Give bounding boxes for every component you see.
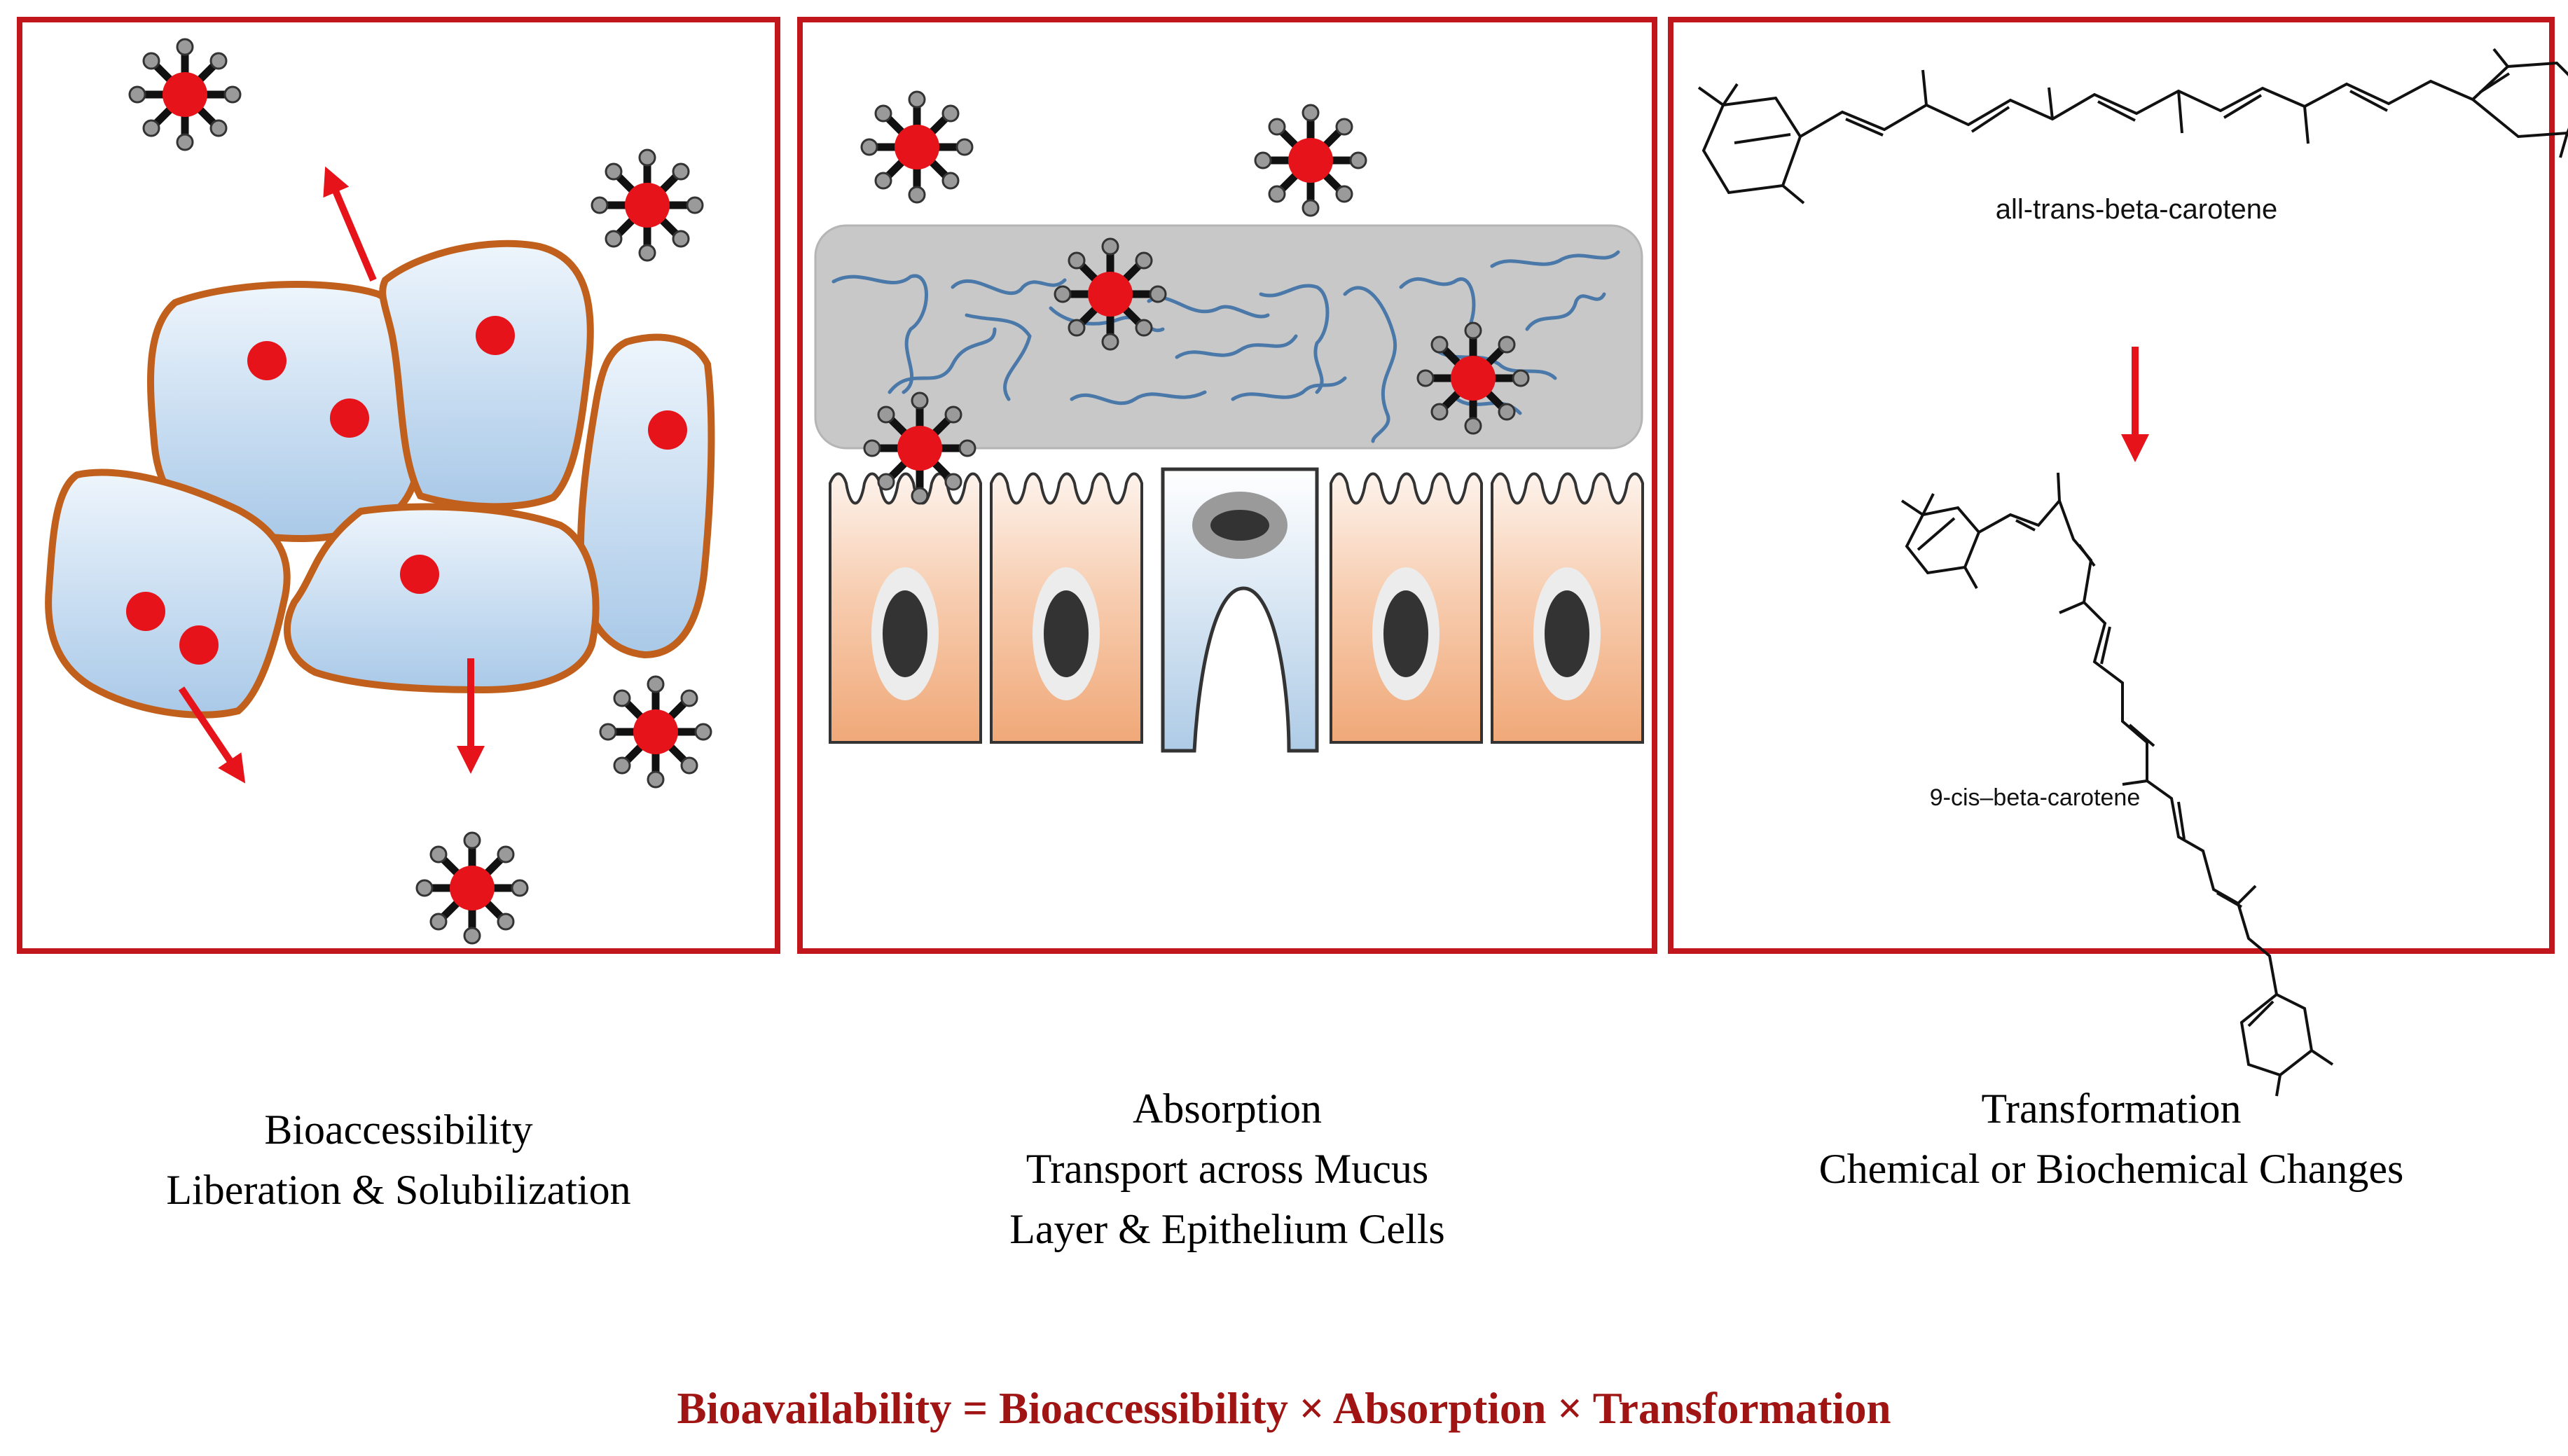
carotenoid-droplet — [476, 316, 515, 355]
caption-line: Chemical or Biochemical Changes — [1818, 1146, 2404, 1192]
micelle-icon — [130, 39, 240, 150]
plant-cell-icon — [45, 469, 291, 719]
plant-cell-icon — [284, 503, 600, 694]
micelle-icon — [1055, 239, 1166, 349]
carotene-structure — [1697, 48, 2568, 204]
carotenoid-droplet — [400, 555, 439, 594]
carotene-structure — [1900, 472, 2334, 1097]
panel-frame — [17, 17, 780, 954]
plant-cell-icon — [577, 333, 715, 659]
micelle-icon — [864, 393, 975, 504]
plant-cell-icon — [379, 240, 594, 511]
carotenoid-droplet — [126, 592, 165, 631]
panel-frame — [797, 17, 1657, 954]
epithelial-cell — [1330, 472, 1483, 744]
caption-line: Absorption — [1133, 1086, 1322, 1132]
micelle-icon — [600, 677, 711, 787]
molecule-label-top: all-trans-beta-carotene — [1996, 194, 2277, 225]
epithelial-cell — [829, 472, 982, 744]
epithelial-cell — [1491, 472, 1644, 744]
micelle-icon — [1418, 323, 1528, 434]
epithelial-cell — [990, 472, 1143, 744]
caption-line: Liberation & Solubilization — [166, 1167, 631, 1213]
caption-line: Transport across Mucus — [1026, 1146, 1429, 1192]
micelle-icon — [862, 92, 972, 202]
panel-absorption — [797, 17, 1657, 954]
panel-transformation: all-trans-beta-carotene — [1668, 17, 2568, 1097]
caption-bioaccessibility: Bioaccessibility Liberation & Solubiliza… — [20, 1100, 778, 1220]
panel-frame — [1668, 17, 2555, 954]
caption-line: Layer & Epithelium Cells — [1009, 1206, 1445, 1252]
release-arrow — [323, 166, 377, 282]
bioavailability-equation: Bioavailability = Bioaccessibility × Abs… — [677, 1384, 1891, 1433]
mucus-layer — [814, 224, 1643, 450]
release-arrow — [178, 686, 246, 784]
carotenoid-droplet — [247, 341, 287, 380]
caption-transformation: Transformation Chemical or Biochemical C… — [1671, 1079, 2552, 1199]
caption-line: Transformation — [1981, 1086, 2242, 1132]
caption-absorption: Absorption Transport across Mucus Layer … — [800, 1079, 1655, 1259]
panel-bioaccessibility — [17, 17, 780, 954]
carotenoid-droplet — [330, 398, 369, 438]
caption-line: Bioaccessibility — [264, 1107, 533, 1153]
carotenoid-droplet — [179, 625, 219, 665]
micelle-icon — [592, 150, 703, 261]
micelle-icon — [417, 833, 527, 943]
molecule-label-bottom: 9-cis–beta-carotene — [1930, 784, 2141, 811]
micelle-icon — [1255, 105, 1366, 216]
goblet-cell — [1161, 467, 1319, 753]
carotenoid-droplet — [648, 410, 687, 450]
